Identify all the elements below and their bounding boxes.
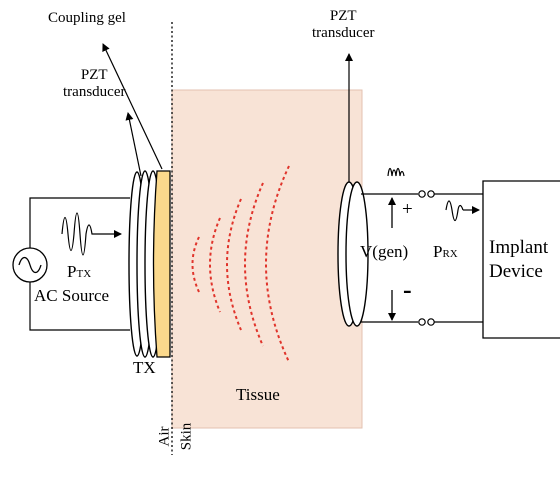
p-rx-label: PRX — [433, 242, 458, 264]
rx-terminals — [418, 190, 435, 326]
rx-circuit-wires — [361, 193, 483, 323]
rx-small-wave-icon — [387, 167, 405, 177]
minus-sign: - — [403, 275, 412, 304]
ac-source-label: AC Source — [34, 286, 110, 305]
coupling-gel-layer — [152, 170, 171, 358]
tx-wave-packet-icon — [61, 212, 122, 256]
p-tx-main: P — [67, 262, 77, 281]
tx-transducer-label-line1: PZT — [80, 67, 108, 83]
wavefront-2 — [209, 217, 221, 313]
wavefront-3 — [226, 198, 242, 331]
coupling-gel-label: Coupling gel — [48, 10, 126, 26]
plus-sign: + — [402, 199, 413, 220]
tx-label: TX — [133, 358, 156, 377]
tx-transducer-label-line2: transducer — [63, 84, 126, 100]
air-label: Air — [156, 426, 173, 447]
implant-device-label: Implant Device — [489, 236, 548, 284]
p-rx-subscript: RX — [442, 248, 458, 260]
implant-label-line1: Implant — [489, 237, 549, 258]
rx-transducer-label-line2: transducer — [312, 25, 375, 41]
p-rx-main: P — [433, 242, 443, 261]
ac-source-icon — [12, 247, 48, 283]
tissue-label: Tissue — [236, 385, 280, 404]
v-gen-label: V(gen) — [360, 242, 409, 261]
ac-source-circuit — [29, 197, 130, 331]
wavefront-4 — [244, 182, 264, 347]
p-tx-label: PTX — [67, 262, 91, 284]
p-tx-subscript: TX — [76, 268, 92, 280]
skin-label: Skin — [178, 422, 195, 451]
ultrasound-wavefronts — [191, 165, 290, 363]
tx-transducer-label: PZT transducer — [63, 67, 125, 101]
label-pointer-arrows — [102, 43, 353, 183]
rx-transducer-label: PZT transducer — [312, 8, 374, 42]
rx-transducer — [337, 181, 369, 327]
wavefront-5 — [265, 165, 290, 363]
implant-label-line2: Device — [489, 261, 543, 282]
rx-wave-packet-icon — [445, 200, 480, 222]
implant-device-box — [482, 180, 560, 339]
rx-transducer-label-line1: PZT — [329, 8, 357, 24]
